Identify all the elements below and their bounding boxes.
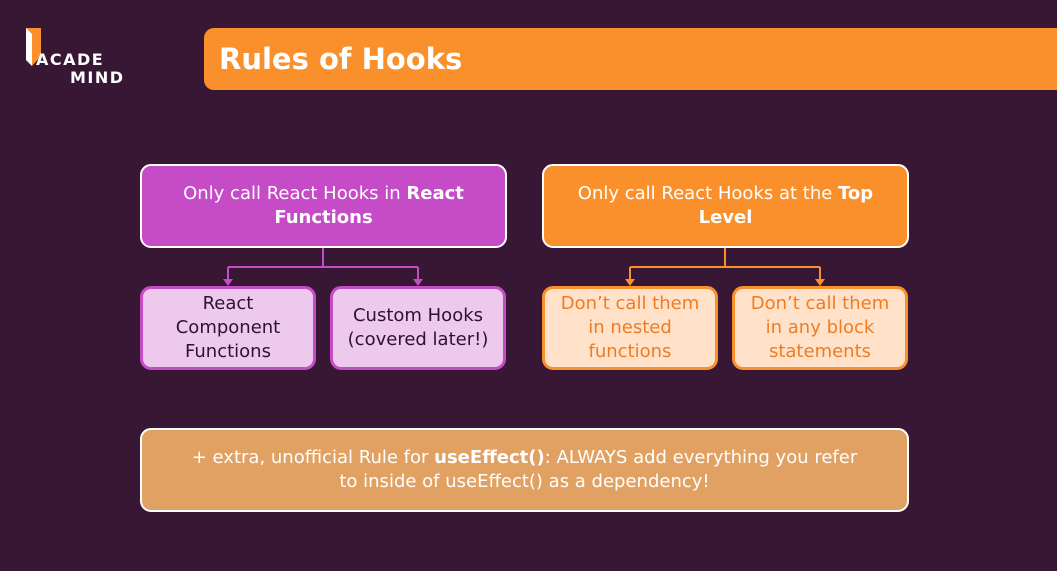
arrow-left-1 — [223, 279, 233, 286]
connector-left — [227, 248, 419, 280]
connector-right — [629, 248, 821, 280]
sub-item-no-block-statements: Don’t call them in any block statements — [732, 286, 908, 370]
sub-item-custom-hooks: Custom Hooks (covered later!) — [330, 286, 506, 370]
arrow-right-1 — [625, 279, 635, 286]
arrow-left-2 — [413, 279, 423, 286]
sub-item-no-nested-functions: Don’t call them in nested functions — [542, 286, 718, 370]
sub-item-react-component-functions: React Component Functions — [140, 286, 316, 370]
extra-rule-box: + extra, unofficial Rule for useEffect()… — [140, 428, 909, 512]
logo-flag-icon — [26, 28, 41, 66]
academind-logo: ACADE MIND — [24, 26, 134, 90]
extra-rule-text: + extra, unofficial Rule for useEffect()… — [191, 447, 858, 492]
title-bar — [204, 28, 1057, 90]
rule-2-text: Only call React Hooks at the Top Level — [577, 183, 874, 228]
rule-react-functions: Only call React Hooks in React Functions — [140, 164, 507, 248]
logo-text-top: ACADE — [36, 50, 105, 69]
rule-1-text: Only call React Hooks in React Functions — [183, 183, 464, 228]
rule-top-level: Only call React Hooks at the Top Level — [542, 164, 909, 248]
logo-text-bottom: MIND — [70, 68, 125, 87]
arrow-right-2 — [815, 279, 825, 286]
page-title: Rules of Hooks — [219, 42, 463, 76]
